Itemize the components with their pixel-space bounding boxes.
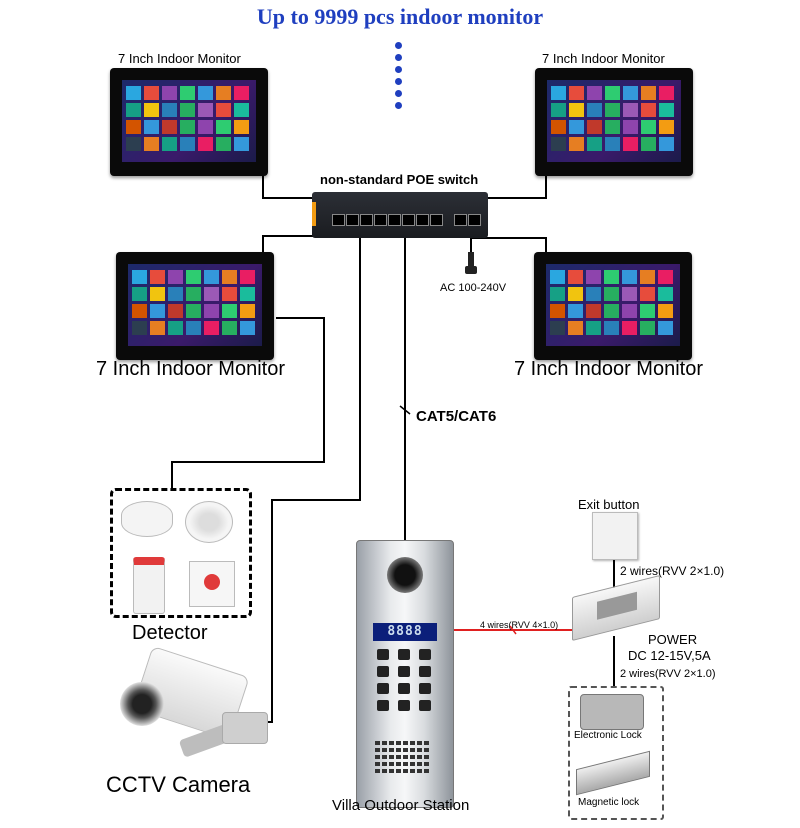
monitor-bottom-right-label: 7 Inch Indoor Monitor [514, 358, 703, 380]
station-display: 8888 [373, 623, 437, 641]
indoor-monitor-top-right [535, 68, 693, 176]
page-title: Up to 9999 pcs indoor monitor [256, 4, 544, 29]
power-input-label: AC 100-240V [440, 282, 507, 294]
power-spec-label: DC 12-15V,5A [628, 648, 711, 663]
monitor-tiles [126, 86, 249, 151]
monitor-tiles [132, 270, 255, 335]
outdoor-station-label: Villa Outdoor Station [332, 797, 470, 814]
monitor-top-right-label: 7 Inch Indoor Monitor [542, 51, 665, 66]
monitor-top-left-label: 7 Inch Indoor Monitor [118, 51, 241, 66]
indoor-monitor-bottom-right [534, 252, 692, 360]
switch-label: non-standard POE switch [320, 172, 479, 187]
magnetic-lock-label: Magnetic lock [578, 797, 640, 808]
ellipsis-dots [395, 42, 405, 114]
electronic-lock-icon [580, 694, 644, 730]
emergency-button-icon [189, 561, 235, 607]
smoke-detector-icon [121, 501, 173, 537]
speaker-grille [375, 741, 435, 773]
indoor-monitor-bottom-left [116, 252, 274, 360]
wires-station-label: 4 wires(RVV 4×1.0) [480, 620, 559, 630]
cable-label: CAT5/CAT6 [416, 408, 497, 425]
lock-group [568, 686, 664, 820]
indoor-monitor-top-left [110, 68, 268, 176]
monitor-tiles [550, 270, 673, 335]
switch-accent [312, 202, 316, 226]
monitor-bottom-left-label: 7 Inch Indoor Monitor [96, 358, 285, 380]
villa-outdoor-station: 8888 [356, 540, 454, 808]
camera-mount [222, 712, 268, 744]
exit-button-label: Exit button [578, 497, 640, 512]
sensor-icon [133, 557, 165, 614]
gas-detector-icon [185, 501, 233, 543]
detector-group [110, 488, 252, 618]
poe-switch [312, 192, 488, 238]
station-camera-icon [387, 557, 423, 593]
electronic-lock-label: Electronic Lock [574, 730, 642, 741]
station-keypad [377, 649, 431, 711]
detector-label: Detector [132, 622, 208, 644]
monitor-tiles [551, 86, 674, 151]
wires-exit-label: 2 wires(RVV 2×1.0) [620, 564, 725, 578]
camera-lens-icon [120, 682, 164, 726]
power-plug-icon [465, 252, 477, 274]
power-label: POWER [648, 632, 698, 647]
wires-lock-label: 2 wires(RVV 2×1.0) [620, 668, 716, 680]
exit-button-icon [592, 512, 638, 560]
camera-label: CCTV Camera [106, 772, 251, 797]
